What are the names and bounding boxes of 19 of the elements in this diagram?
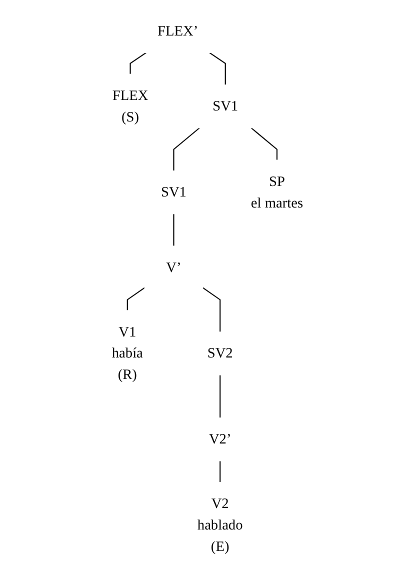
connector <box>130 52 146 74</box>
node-text: SP el martes <box>250 174 304 211</box>
node-text: SV1 <box>161 184 187 200</box>
connector <box>173 214 174 246</box>
node-text: V2’ <box>208 432 232 448</box>
connector <box>250 127 278 160</box>
connector <box>126 287 146 310</box>
node-text: SV2 <box>207 346 233 362</box>
node-text: FLEX (S) <box>112 88 148 126</box>
node-text: V2 hablado (E) <box>197 496 243 555</box>
connector <box>202 287 221 332</box>
connector <box>209 52 226 85</box>
connector <box>220 374 221 418</box>
node-text: SV1 <box>212 98 238 114</box>
connector <box>220 460 221 482</box>
node-text: V’ <box>166 260 182 276</box>
node-text: V1 había (R) <box>112 324 143 383</box>
node-text: FLEX’ <box>158 23 198 40</box>
connector <box>173 127 200 171</box>
